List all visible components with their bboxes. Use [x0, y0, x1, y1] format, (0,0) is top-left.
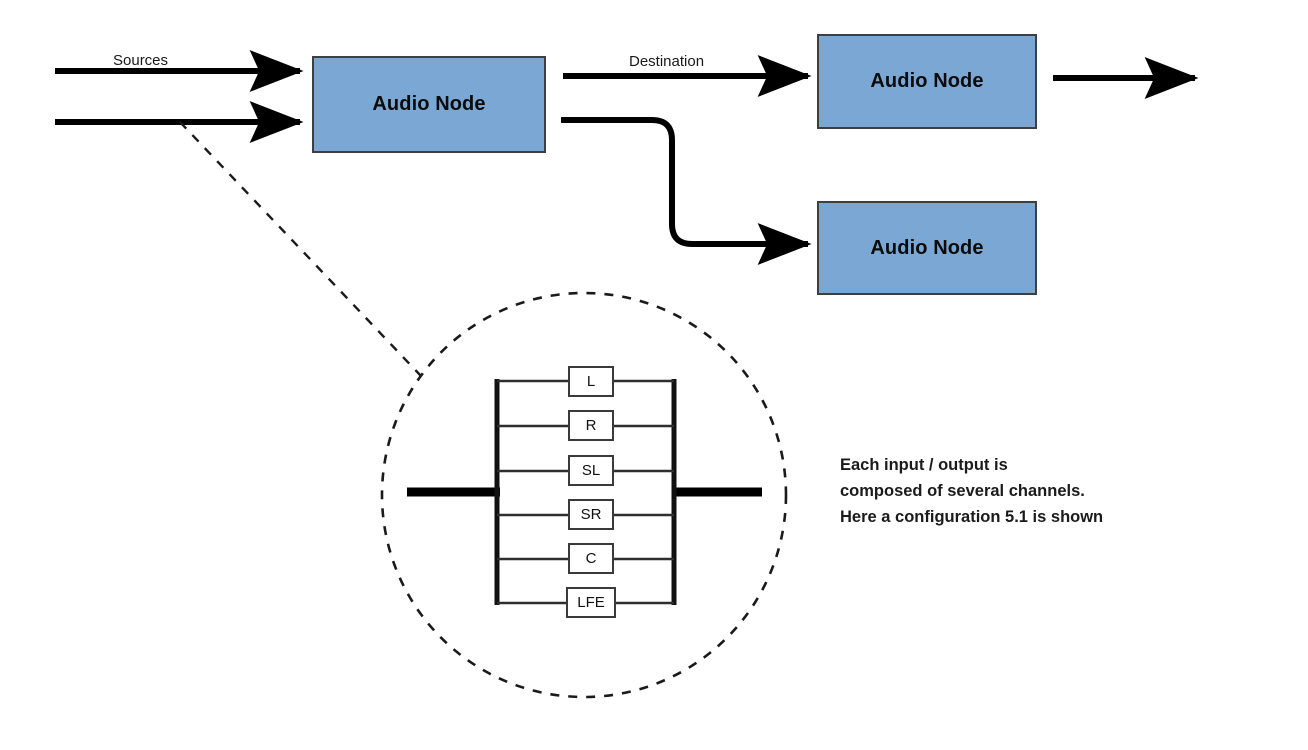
audio-node-right-top[interactable]: Audio Node	[817, 34, 1037, 129]
annotation-line-1: Each input / output is	[840, 456, 1008, 474]
channel-box-sr[interactable]: SR	[568, 499, 614, 530]
channel-box-lfe-label: LFE	[577, 594, 605, 611]
detail-circle	[380, 291, 788, 699]
audio-node-left[interactable]: Audio Node	[312, 56, 546, 153]
detail-leader-line	[179, 121, 422, 377]
annotation-line-2: composed of several channels.	[840, 482, 1085, 500]
channel-box-sr-label: SR	[580, 506, 602, 523]
channel-box-l-label: L	[586, 373, 596, 390]
destination-label: Destination	[629, 53, 705, 70]
audio-node-right-bottom-label: Audio Node	[870, 236, 984, 259]
channel-box-c[interactable]: C	[568, 543, 614, 574]
annotation-text: Each input / output is composed of sever…	[840, 452, 1170, 530]
channel-box-r[interactable]: R	[568, 410, 614, 441]
channel-box-l[interactable]: L	[568, 366, 614, 397]
branch-arrow	[561, 117, 812, 265]
channel-box-c-label: C	[585, 550, 597, 567]
channel-box-sl-label: SL	[581, 462, 601, 479]
audio-node-left-label: Audio Node	[372, 93, 486, 115]
audio-node-right-top-label: Audio Node	[870, 70, 984, 92]
audio-node-right-bottom[interactable]: Audio Node	[817, 201, 1037, 295]
channel-box-sl[interactable]: SL	[568, 455, 614, 486]
sources-label: Sources	[113, 52, 169, 69]
channel-box-lfe[interactable]: LFE	[566, 587, 616, 618]
channel-box-r-label: R	[585, 417, 597, 434]
annotation-line-3: Here a configuration 5.1 is shown	[840, 508, 1104, 526]
